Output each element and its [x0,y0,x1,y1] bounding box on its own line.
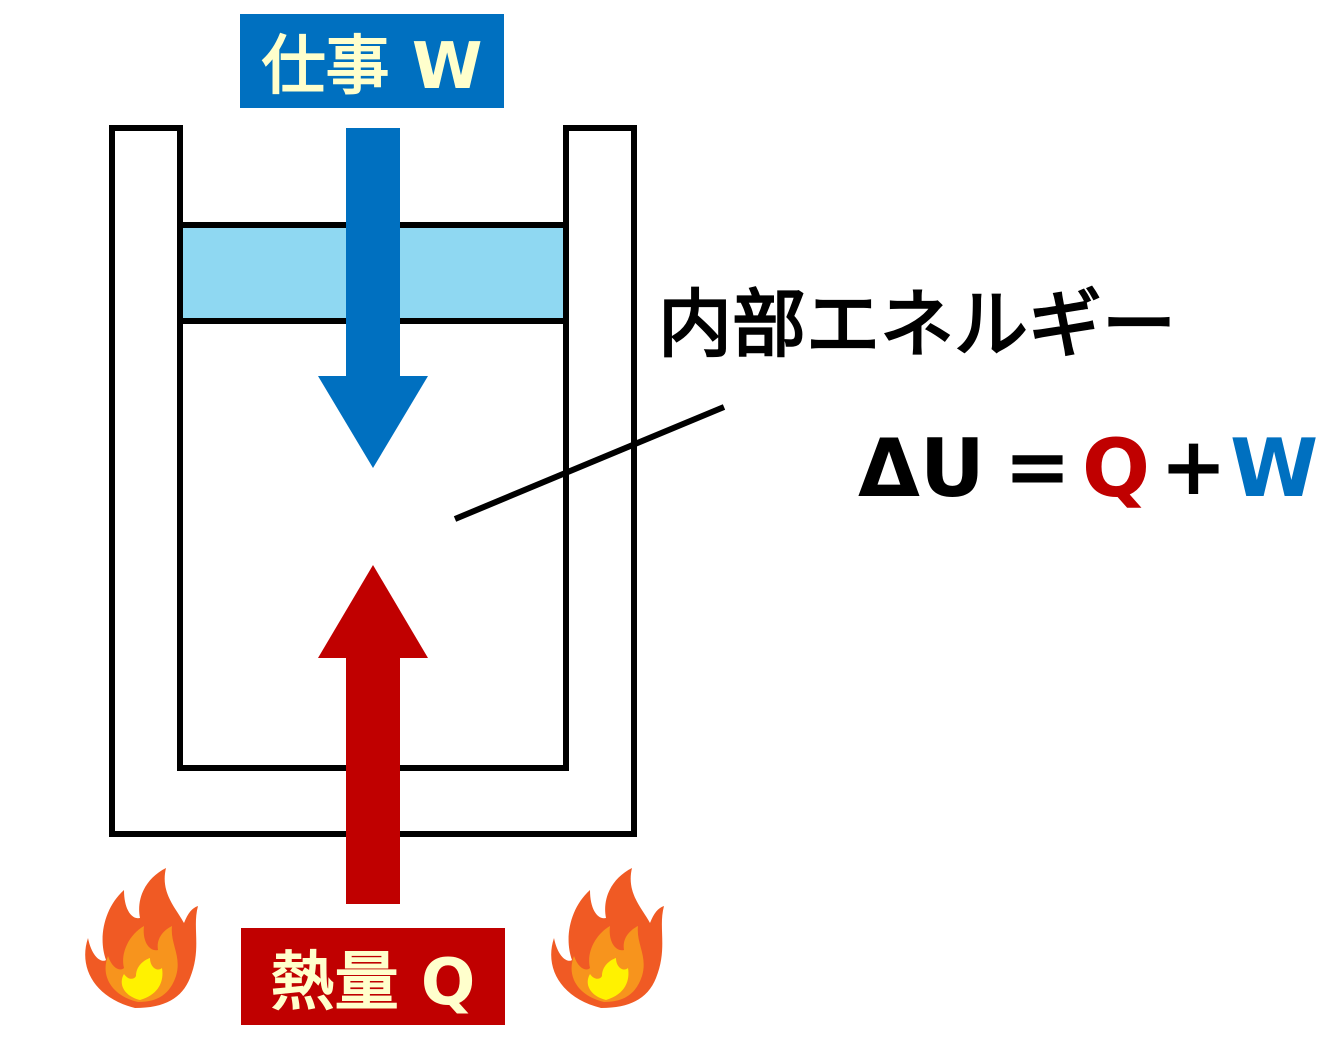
equation-w: W [1230,422,1318,515]
heat-label: 熱量 Q [241,928,505,1025]
equation-equals: = [1004,420,1071,513]
work-label: 仕事 W [240,14,504,108]
first-law-equation: ΔU = Q + W [858,420,1318,515]
cylinder-wall [109,125,637,837]
internal-energy-label: 内部エネルギー [658,282,1176,368]
fire-icon [85,868,198,1008]
equation-delta-u: ΔU [858,422,985,515]
heat-arrow [318,565,428,904]
equation-plus: + [1160,420,1227,513]
equation-q: Q [1082,422,1150,515]
heat-label-text: 熱量 Q [271,946,476,1020]
work-label-text: 仕事 W [262,30,483,104]
fire-icon [551,868,664,1008]
work-arrow [318,128,428,468]
leader-line [453,404,726,522]
